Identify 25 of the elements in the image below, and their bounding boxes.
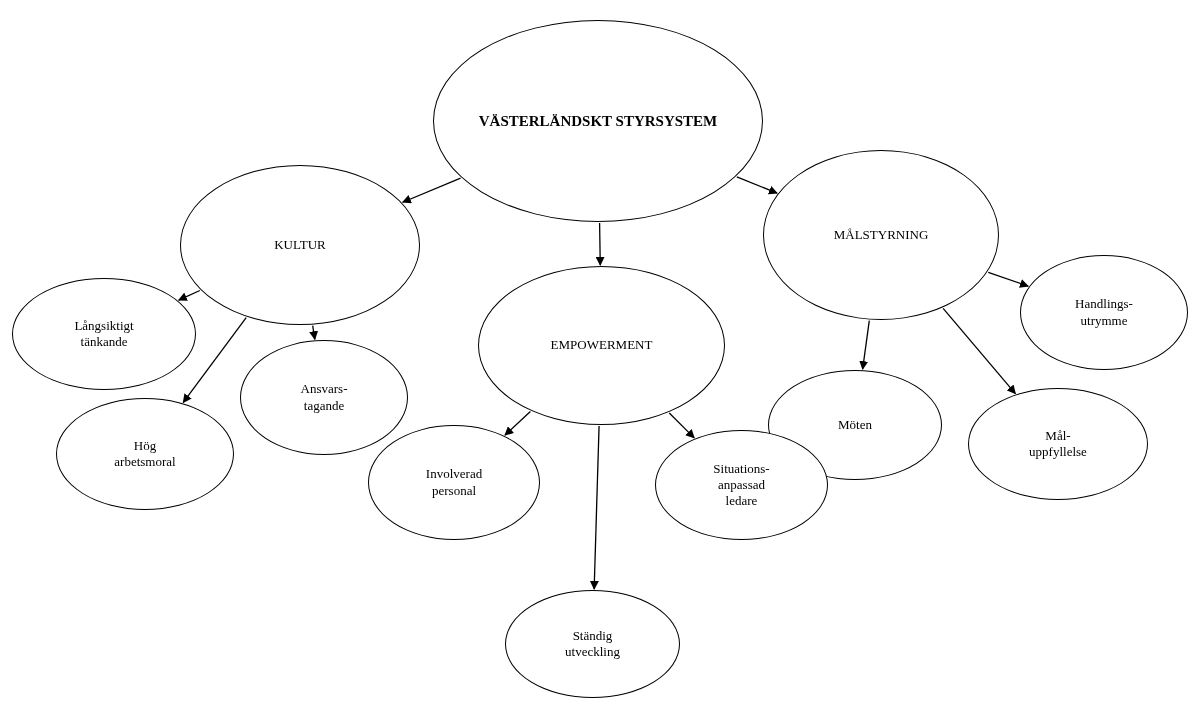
node-label: KULTUR: [274, 236, 326, 254]
node-label: Långsiktigt tänkande: [73, 317, 135, 351]
node-label: MÅLSTYRNING: [833, 226, 929, 244]
node-label: Ständig utveckling: [564, 627, 621, 661]
arrow: [182, 316, 247, 404]
arrow: [736, 176, 778, 195]
arrow: [668, 412, 695, 439]
node-label: Involverad personal: [424, 466, 484, 499]
arrow: [859, 319, 870, 371]
node-label: VÄSTERLÄNDSKT STYRSYSTEM: [478, 111, 718, 131]
node-label: Situations- anpassad ledare: [712, 460, 771, 510]
arrow: [942, 307, 1016, 395]
node-label: Hög arbetsmoral: [113, 437, 177, 471]
arrow: [595, 222, 605, 266]
arrow: [504, 410, 531, 436]
node-label: Handlings- utrymme: [1074, 296, 1134, 329]
node-label: EMPOWERMENT: [550, 337, 653, 354]
node-label: Mål- uppfyllelse: [1028, 427, 1088, 461]
arrow: [177, 289, 201, 301]
arrow: [401, 177, 462, 204]
arrow: [987, 271, 1029, 288]
node-label: Möten: [838, 416, 872, 434]
arrow: [309, 324, 319, 341]
arrow: [589, 425, 600, 590]
node-label: Ansvars- tagande: [299, 381, 349, 414]
